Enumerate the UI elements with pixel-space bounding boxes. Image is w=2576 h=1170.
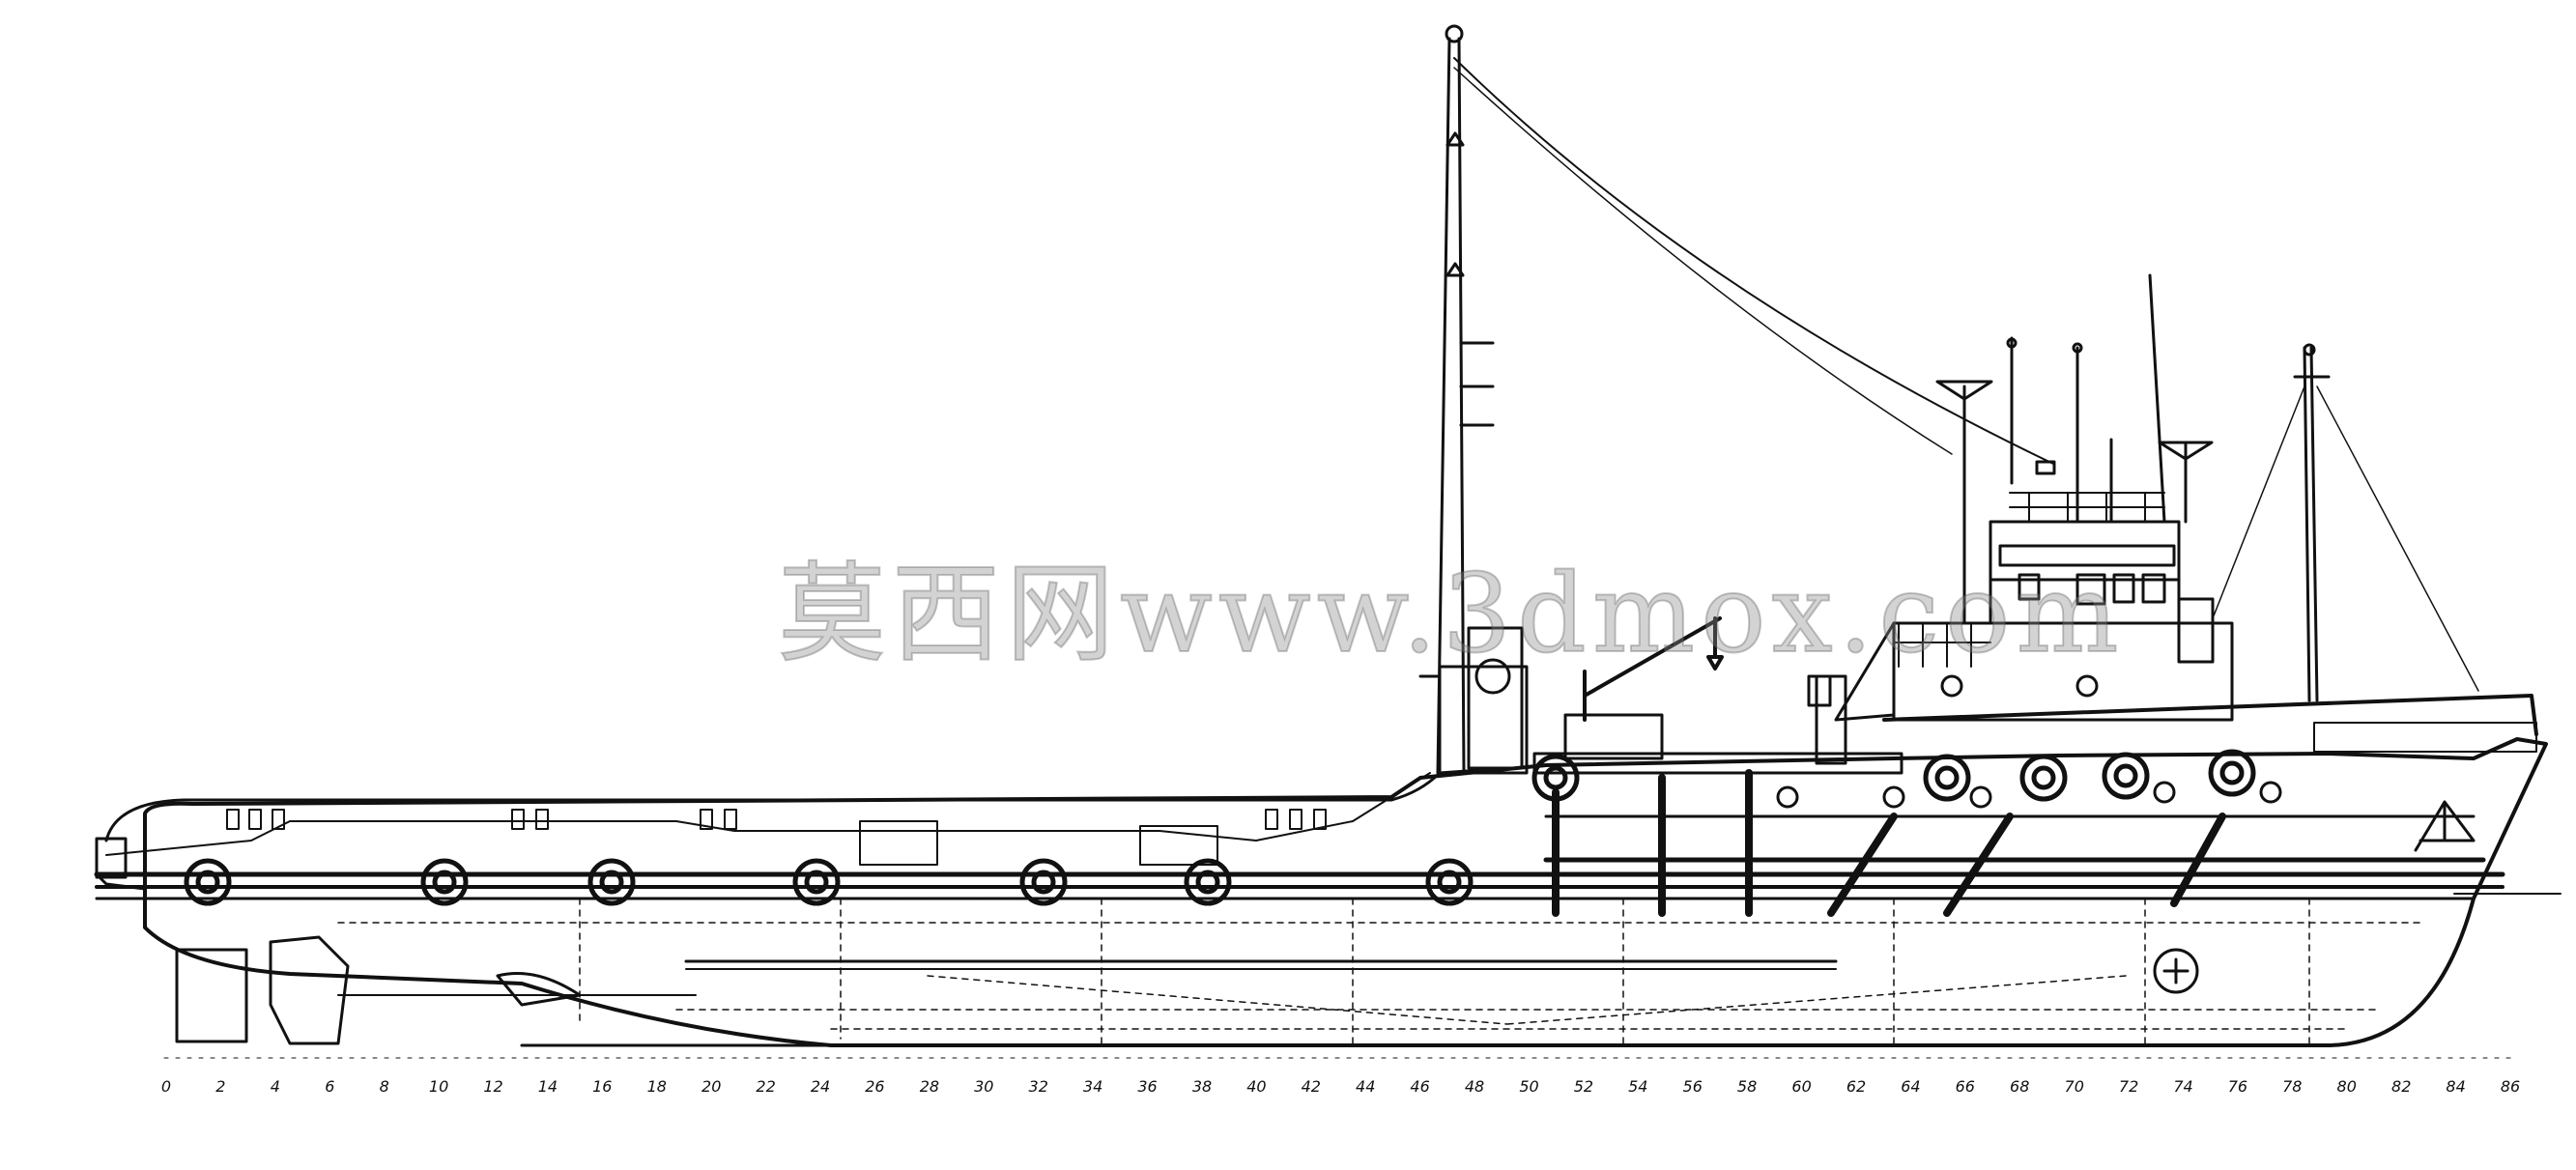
wheelhouse-windows [2018,573,2166,606]
frame-label: 36 [1137,1077,1157,1096]
foremast [2212,343,2479,702]
funnel [1467,626,1524,770]
rudder [175,948,248,1043]
frame-label: 0 [161,1077,171,1096]
main-mast [1418,24,1495,775]
frame-label: 52 [1574,1077,1593,1096]
frame-label: 40 [1246,1077,1266,1096]
frame-label: 44 [1356,1077,1375,1096]
crane [1583,616,1724,722]
frame-label: 54 [1628,1077,1647,1096]
frame-label: 24 [811,1077,830,1096]
frame-label: 62 [1846,1077,1866,1096]
frame-label: 72 [2119,1077,2138,1096]
frame-label: 4 [271,1077,280,1096]
bulkheads [1552,769,2226,917]
frame-label: 12 [483,1077,502,1096]
frame-label: 14 [538,1077,558,1096]
hull-outline [143,737,2548,1047]
frame-label: 84 [2446,1077,2465,1096]
frame-label: 10 [429,1077,448,1096]
frame-label: 20 [701,1077,721,1096]
fenders [184,749,2256,906]
bulwark-lower [105,772,1431,856]
forecastle [1882,694,2538,736]
frame-label: 74 [2173,1077,2192,1096]
frame-label: 2 [215,1077,225,1096]
frame-label: 8 [380,1077,389,1096]
mast-stay-wire [1453,57,2054,465]
stern-counter [95,872,147,891]
stern-block [95,837,128,879]
frame-label: 86 [2501,1077,2520,1096]
frame-label: 56 [1683,1077,1703,1096]
frame-label: 26 [865,1077,884,1096]
frame-label: 46 [1410,1077,1429,1096]
frame-label: 32 [1029,1077,1048,1096]
forecastle-bulwark [2313,722,2537,753]
frame-label: 64 [1901,1077,1920,1096]
frame-label: 66 [1956,1077,1975,1096]
frame-label: 82 [2391,1077,2411,1096]
watermark-text: 莫西网www.3dmox.com [777,551,2125,678]
bulwark-rail [104,766,1509,842]
frame-label: 68 [2010,1077,2029,1096]
frame-label: 50 [1519,1077,1538,1096]
frame-label: 38 [1192,1077,1212,1096]
radar-masts [1935,273,2214,625]
bow-thruster-grill [2153,948,2199,994]
portholes [1474,658,2282,809]
frame-label: 22 [756,1077,775,1096]
frame-label: 80 [2337,1077,2357,1096]
frame-label: 78 [2282,1077,2302,1096]
skeg [269,935,350,1045]
frame-label: 70 [2065,1077,2084,1096]
hull-frame-lines [212,898,2455,1044]
bow-anchor [2414,800,2476,852]
frame-label: 28 [920,1077,939,1096]
mast-stay-wire-2 [1453,67,1953,455]
frame-label: 58 [1737,1077,1757,1096]
frame-label: 48 [1465,1077,1484,1096]
frame-label: 76 [2228,1077,2247,1096]
frame-label: 60 [1791,1077,1811,1096]
frame-label: 16 [592,1077,612,1096]
frame-label: 42 [1302,1077,1321,1096]
ventilator [1807,674,1832,707]
deck-fittings [226,809,1327,866]
frame-label: 30 [974,1077,993,1096]
frame-label: 34 [1083,1077,1102,1096]
railings [1893,492,2165,668]
frame-label: 18 [647,1077,667,1096]
frame-label: 6 [325,1077,334,1096]
